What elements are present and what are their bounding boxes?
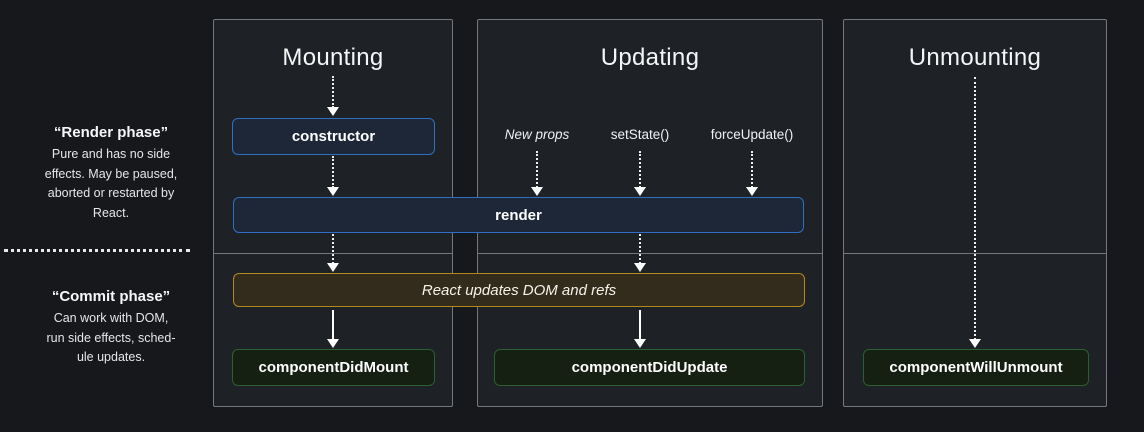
- arrow-shaft: [332, 310, 334, 340]
- arrowhead-icon: [327, 187, 339, 196]
- trigger-new-props: New props: [504, 127, 570, 142]
- component-did-update-box[interactable]: componentDidUpdate: [494, 349, 805, 386]
- arrowhead-icon: [327, 107, 339, 116]
- arrowhead-icon: [531, 187, 543, 196]
- render-phase-note: “Render phase” Pure and has no side effe…: [16, 124, 206, 223]
- commit-phase-title: “Commit phase”: [51, 288, 171, 305]
- render-phase-description: Pure and has no side effects. May be pau…: [16, 145, 206, 223]
- trigger-set-state: setState(): [610, 127, 670, 142]
- render-phase-line: React.: [92, 205, 130, 220]
- arrowhead-icon: [969, 339, 981, 348]
- arrow-shaft: [332, 156, 334, 188]
- arrowhead-icon: [634, 187, 646, 196]
- arrow-shaft: [639, 151, 641, 188]
- column-unmounting-title: Unmounting: [908, 44, 1042, 71]
- component-did-mount-box[interactable]: componentDidMount: [232, 349, 435, 386]
- constructor-box[interactable]: constructor: [232, 118, 435, 155]
- phase-separator-divider: [4, 249, 190, 252]
- render-box[interactable]: render: [233, 197, 804, 233]
- render-phase-line: Pure and has no side: [51, 147, 171, 161]
- commit-phase-line: Can work with DOM,: [53, 311, 169, 325]
- commit-phase-description: Can work with DOM, run side effects, sch…: [16, 309, 206, 368]
- column-mounting-title: Mounting: [282, 44, 384, 71]
- arrowhead-icon: [327, 263, 339, 272]
- arrowhead-icon: [327, 339, 339, 348]
- react-updates-dom-box: React updates DOM and refs: [233, 273, 805, 307]
- arrow-shaft: [639, 310, 641, 340]
- trigger-force-update: forceUpdate(): [710, 127, 794, 142]
- arrowhead-icon: [746, 187, 758, 196]
- arrow-shaft: [639, 234, 641, 264]
- arrowhead-icon: [634, 263, 646, 272]
- render-phase-title: “Render phase”: [53, 124, 169, 141]
- component-will-unmount-box[interactable]: componentWillUnmount: [863, 349, 1089, 386]
- render-phase-line: aborted or restarted by: [47, 186, 175, 200]
- render-phase-line: effects. May be paused,: [44, 166, 178, 181]
- arrow-shaft: [536, 151, 538, 188]
- arrowhead-icon: [634, 339, 646, 348]
- commit-phase-line: run side effects, sched-: [46, 330, 176, 345]
- commit-phase-note: “Commit phase” Can work with DOM, run si…: [16, 288, 206, 368]
- column-divider: [478, 253, 822, 254]
- arrow-shaft: [751, 151, 753, 188]
- column-updating-title: Updating: [600, 44, 700, 71]
- arrow-shaft: [332, 76, 334, 108]
- commit-phase-line: ule updates.: [76, 350, 146, 364]
- arrow-shaft: [332, 234, 334, 264]
- arrow-shaft: [974, 77, 976, 340]
